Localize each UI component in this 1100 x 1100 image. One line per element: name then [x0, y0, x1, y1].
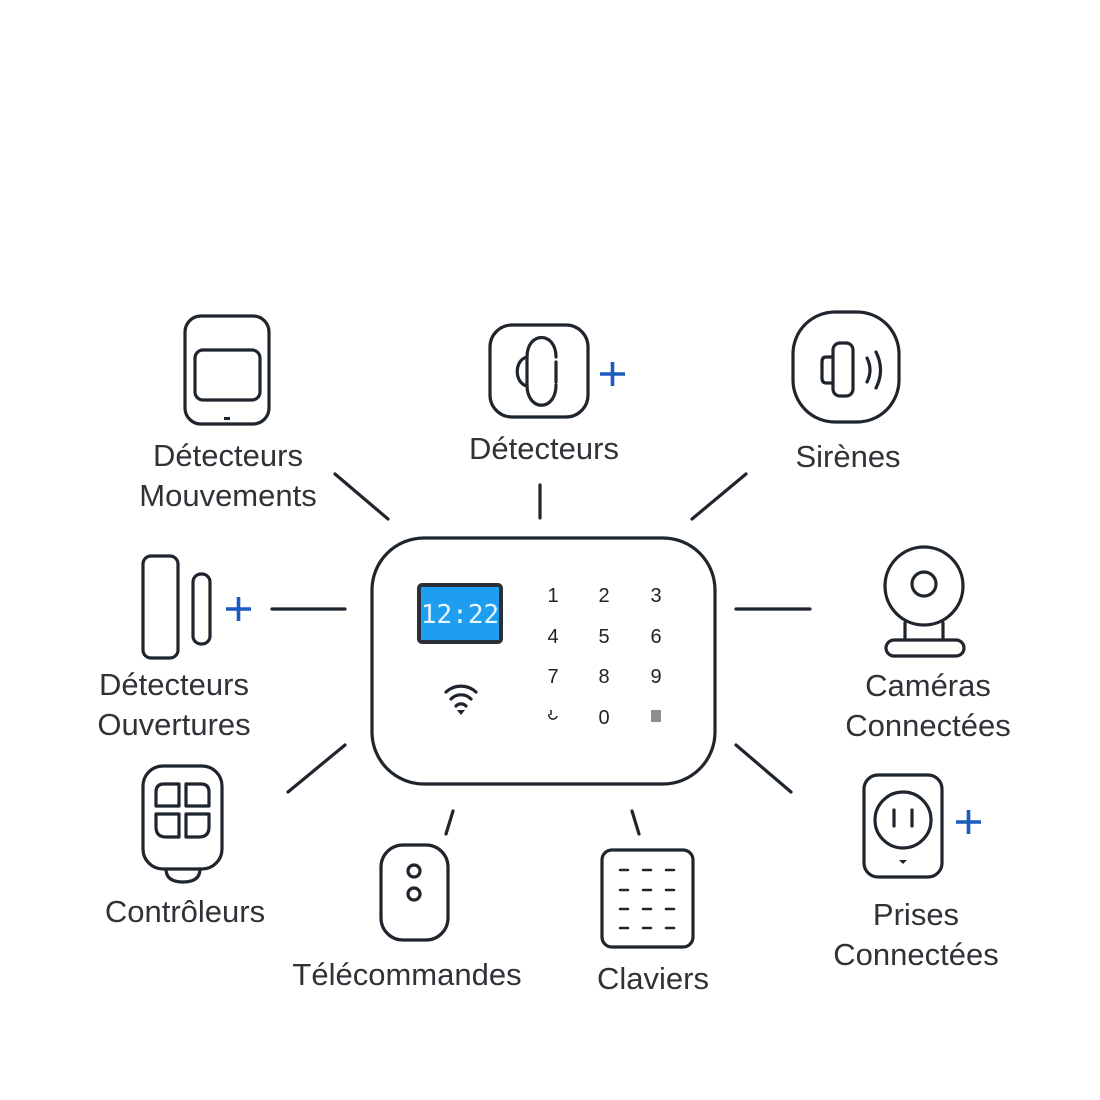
- motion-detector-icon: [183, 314, 271, 426]
- plus-icon: [600, 362, 625, 386]
- door-sensor-icon: [141, 554, 251, 660]
- hub-screen-time: 12:22: [421, 600, 499, 630]
- menu-key-icon[interactable]: [651, 710, 661, 722]
- label-line: Mouvements: [139, 478, 317, 513]
- key-1[interactable]: 1: [547, 585, 558, 607]
- label-line: Connectées: [833, 937, 999, 972]
- camera-icon: [883, 545, 966, 658]
- key-9[interactable]: 9: [650, 666, 661, 688]
- label-line: Caméras: [865, 668, 991, 703]
- key-0[interactable]: 0: [598, 707, 609, 729]
- label-cameras: Caméras Connectées: [845, 666, 1010, 746]
- key-8[interactable]: 8: [598, 666, 609, 688]
- plus-icon: [226, 597, 251, 621]
- arm-key-icon[interactable]: [548, 710, 558, 720]
- remote-icon: [379, 843, 450, 942]
- label-line: Prises: [872, 897, 960, 932]
- label-smart-plugs: Prises Connectées: [833, 895, 998, 975]
- label-keypads: Claviers: [597, 961, 709, 996]
- label-remotes: Télécommandes: [292, 957, 522, 992]
- plus-icon: [956, 810, 981, 834]
- label-motion-detectors: Détecteurs Mouvements: [139, 436, 316, 516]
- label-controllers: Contrôleurs: [104, 894, 266, 929]
- label-opening-detectors: Détecteurs Ouvertures: [97, 665, 250, 745]
- label-sirens: Sirènes: [795, 439, 901, 474]
- hub-screen: [417, 583, 503, 644]
- smart-plug-icon: [862, 773, 981, 879]
- label-line: Connectées: [845, 708, 1011, 743]
- key-7[interactable]: 7: [547, 666, 558, 688]
- key-5[interactable]: 5: [598, 626, 609, 648]
- wifi-icon: [444, 684, 478, 715]
- siren-icon: [791, 310, 901, 424]
- label-detectors: Détecteurs: [469, 431, 619, 466]
- label-line: Ouvertures: [97, 707, 251, 742]
- controller-icon: [141, 764, 224, 884]
- key-6[interactable]: 6: [650, 626, 661, 648]
- detector-icon: [488, 323, 625, 419]
- label-line: Détecteurs: [99, 667, 249, 702]
- key-4[interactable]: 4: [547, 626, 558, 648]
- connector-lines: [270, 472, 812, 836]
- key-3[interactable]: 3: [650, 585, 661, 607]
- label-line: Détecteurs: [153, 438, 303, 473]
- keypad-icon: [600, 848, 695, 949]
- alarm-hub: 12:22 1 2 3 4 5 6 7 8 9 0: [370, 536, 717, 786]
- key-2[interactable]: 2: [598, 585, 609, 607]
